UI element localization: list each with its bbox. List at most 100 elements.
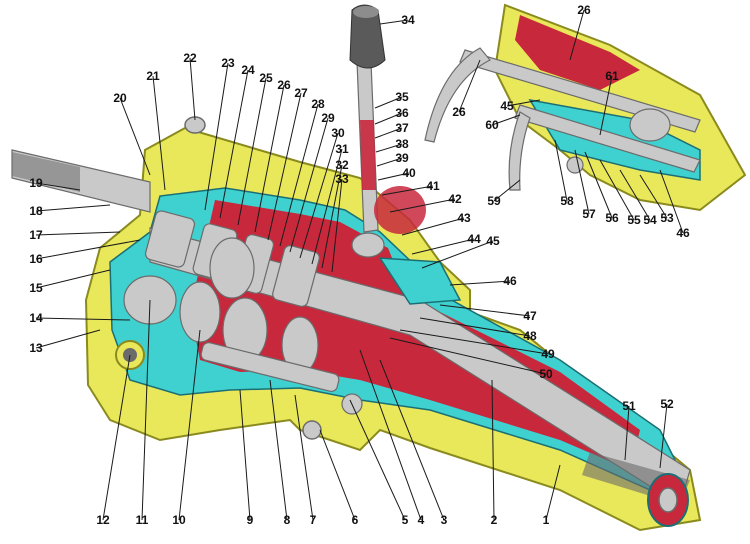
callout-label: 27 <box>294 86 308 100</box>
callout-leader <box>376 157 403 167</box>
callout-label: 57 <box>582 207 596 221</box>
callout-leader <box>359 349 422 521</box>
callout-12-11: 12 <box>96 354 131 527</box>
callout-1-0: 1 <box>543 464 561 527</box>
callout-label: 7 <box>310 513 317 527</box>
callout-56-55: 56 <box>584 151 619 225</box>
callout-33-32: 33 <box>331 172 349 273</box>
callout-label: 1 <box>543 513 550 527</box>
callout-leader <box>119 97 151 176</box>
callout-30-29: 30 <box>299 126 345 259</box>
callout-leader <box>294 394 314 521</box>
callout-label: 46 <box>676 226 690 240</box>
callout-18-17: 18 <box>29 204 111 218</box>
callout-31-30: 31 <box>311 142 349 265</box>
callout-label: 24 <box>241 63 255 77</box>
input-shaft-splines <box>12 152 80 192</box>
callout-leader <box>379 359 445 521</box>
callout-19-18: 19 <box>29 176 81 191</box>
callout-label: 59 <box>487 194 501 208</box>
callout-leader <box>237 77 267 226</box>
callout-label: 20 <box>113 91 127 105</box>
callout-leader <box>321 164 343 269</box>
callout-45-61: 45 <box>500 99 541 113</box>
callout-leader <box>458 59 481 113</box>
callout-label: 31 <box>335 142 349 156</box>
callout-label: 8 <box>284 513 291 527</box>
callout-leader <box>421 240 494 269</box>
callout-label: 34 <box>401 13 415 27</box>
callout-leader <box>599 159 635 221</box>
callout-leader <box>269 379 288 521</box>
callout-label: 58 <box>560 194 574 208</box>
callout-42-41: 42 <box>389 192 462 213</box>
detent-ball <box>566 156 584 174</box>
lever-boot <box>360 120 376 190</box>
callout-leader <box>299 132 339 259</box>
callout-49-48: 49 <box>399 329 555 361</box>
callout-11-10: 11 <box>136 299 151 527</box>
callout-leader <box>584 151 613 219</box>
callout-21-20: 21 <box>146 69 166 191</box>
callout-32-31: 32 <box>321 158 349 269</box>
callout-leader <box>35 239 141 260</box>
callout-label: 29 <box>321 111 335 125</box>
callout-54-53: 54 <box>619 169 657 227</box>
callout-leader <box>639 174 668 219</box>
callout-label: 60 <box>485 118 499 132</box>
callout-59-58: 59 <box>487 179 521 208</box>
callout-label: 52 <box>660 397 674 411</box>
callout-15-14: 15 <box>29 269 111 295</box>
callout-label: 48 <box>523 329 537 343</box>
callout-leader <box>449 280 511 286</box>
callout-leader <box>389 198 456 213</box>
callout-leader <box>569 9 585 61</box>
callout-41-40: 41 <box>381 179 440 196</box>
callout-leader <box>411 238 475 255</box>
callout-leader <box>381 185 434 196</box>
callout-leader <box>35 317 131 321</box>
callout-label: 40 <box>402 166 416 180</box>
callout-35-34: 35 <box>374 90 409 109</box>
callout-leader <box>219 69 249 219</box>
callout-label: 11 <box>136 513 149 527</box>
gear-cluster-lower <box>123 275 363 415</box>
callout-leader <box>349 399 406 521</box>
callout-label: 42 <box>448 192 462 206</box>
callout-leader <box>599 75 613 136</box>
callout-label: 30 <box>331 126 345 140</box>
callout-6-5: 6 <box>319 429 359 527</box>
callout-leader <box>439 304 531 317</box>
callout-46-45: 46 <box>449 274 517 288</box>
callout-leader <box>493 179 521 202</box>
callout-label: 28 <box>311 97 325 111</box>
callout-label: 3 <box>441 513 448 527</box>
callout-leader <box>379 19 409 25</box>
callout-37-36: 37 <box>374 121 409 139</box>
callout-label: 26 <box>577 3 591 17</box>
countershaft <box>200 342 340 392</box>
callout-leader <box>152 75 166 191</box>
callout-2-1: 2 <box>491 379 498 527</box>
callout-leader <box>102 354 131 521</box>
callout-label: 41 <box>426 179 440 193</box>
callout-label: 56 <box>605 211 619 225</box>
callout-22-21: 22 <box>183 51 197 121</box>
callout-label: 44 <box>467 232 481 246</box>
callout-label: 54 <box>643 213 657 227</box>
callout-leader <box>419 317 531 337</box>
callout-5-4: 5 <box>349 399 409 527</box>
callout-label: 10 <box>172 513 186 527</box>
callout-7-6: 7 <box>294 394 317 527</box>
callout-8-7: 8 <box>269 379 291 527</box>
callout-label: 45 <box>500 99 514 113</box>
callout-label: 43 <box>457 211 471 225</box>
synchro-ring <box>209 237 255 299</box>
callout-52-51: 52 <box>659 397 674 469</box>
callout-13-12: 13 <box>29 329 101 355</box>
callout-51-50: 51 <box>622 399 636 461</box>
callout-label: 46 <box>503 274 517 288</box>
callout-29-28: 29 <box>289 111 335 253</box>
callout-label: 6 <box>352 513 359 527</box>
